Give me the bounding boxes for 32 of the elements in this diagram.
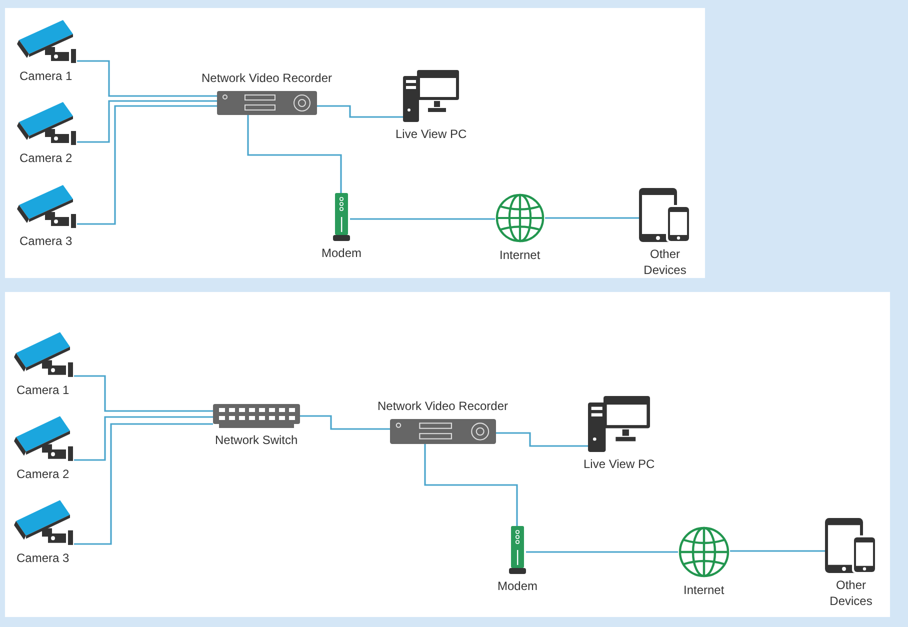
device-label: Camera 2 [16,466,70,482]
cable-line [74,416,213,461]
cable-line [350,218,495,220]
device-label: Camera 3 [16,550,70,566]
cable-line [74,375,213,412]
device-label: Network Video Recorder [378,398,508,414]
cable-line [300,415,390,430]
device-label: Live View PC [584,456,655,472]
device-label: Other Devices [828,577,874,609]
cable-line [545,217,639,219]
cable-line [526,551,678,553]
device-label: Modem [498,578,538,594]
cable-line [77,60,217,97]
device-label: Camera 1 [20,68,72,84]
device-label: Camera 1 [16,382,70,398]
cable-line [247,115,342,193]
device-label: Camera 2 [20,150,72,166]
cable-line [730,550,825,552]
device-label: Internet [684,582,724,598]
cable-line [74,423,213,545]
cable-line [317,105,403,118]
device-label: Other Devices [642,246,688,278]
device-label: Modem [322,245,362,261]
device-label: Internet [500,247,540,263]
device-label: Network Video Recorder [202,70,332,86]
cable-line [496,432,588,447]
cable-line [424,444,518,526]
cable-line [77,100,217,143]
device-label: Camera 3 [20,233,72,249]
device-label: Network Switch [215,432,298,448]
device-label: Live View PC [396,126,467,142]
cable-line [77,105,217,225]
